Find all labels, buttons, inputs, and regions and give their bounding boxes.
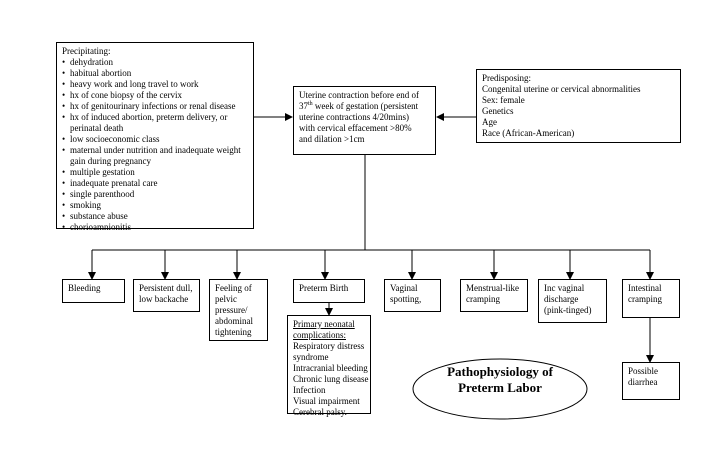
effect-text: cramping — [628, 294, 662, 304]
effect-box-vaginal-spotting: Vaginal spotting, — [384, 279, 441, 312]
central-week-number: 37 — [299, 101, 308, 111]
effect-text: Persistent dull, — [139, 283, 193, 293]
effect-text: discharge — [544, 294, 579, 304]
effect-box-preterm-birth: Preterm Birth — [293, 279, 365, 303]
neonatal-item: syndrome — [293, 352, 329, 362]
effect-text: Intestinal — [628, 283, 662, 293]
effect-text: spotting, — [390, 294, 422, 304]
effect-text: Menstrual-like — [466, 283, 519, 293]
effect-text: Bleeding — [68, 283, 101, 293]
neonatal-title-2: complications: — [293, 330, 346, 340]
list-item: habitual abortion — [62, 68, 248, 79]
list-item: hx of cone biopsy of the cervix — [62, 90, 248, 101]
neonatal-item: Infection — [293, 385, 326, 395]
list-item: heavy work and long travel to work — [62, 79, 248, 90]
effect-text: Feeling of — [215, 283, 252, 293]
effect-text: Vaginal — [390, 283, 418, 293]
list-item: hx of genitourinary infections or renal … — [62, 101, 248, 112]
neonatal-item: Cerebral palsy. — [293, 407, 347, 417]
effect-box-bleeding: Bleeding — [62, 279, 125, 303]
neonatal-item: Respiratory distress — [293, 341, 365, 351]
list-item: single parenthood — [62, 189, 248, 200]
list-item: low socioeconomic class — [62, 134, 248, 145]
central-line-2-rest: week of gestation (persistent — [312, 101, 419, 111]
neonatal-complications-box: Primary neonatal complications: Respirat… — [287, 315, 371, 417]
central-box: Uterine contraction before end of 37th w… — [293, 86, 436, 155]
possible-diarrhea-box: Possible diarrhea — [622, 362, 680, 400]
list-item: smoking — [62, 200, 248, 211]
list-item: chorioamnionitis — [62, 222, 248, 233]
neonatal-title-1: Primary neonatal — [293, 319, 355, 329]
list-item: inadequate prenatal care — [62, 178, 248, 189]
precipitating-list: dehydration habitual abortion heavy work… — [62, 57, 248, 233]
central-week-suffix: th — [308, 101, 313, 107]
effect-text: cramping — [466, 294, 500, 304]
predisposing-item: Genetics — [482, 106, 514, 116]
central-line-2: 37th week of gestation (persistent — [299, 101, 430, 112]
effect-box-menstrual-cramping: Menstrual-like cramping — [460, 279, 528, 312]
title-ellipse — [412, 358, 588, 420]
neonatal-item: Visual impairment — [293, 396, 360, 406]
list-item: maternal under nutrition and inadequate … — [62, 145, 248, 167]
effect-text: tightening — [215, 327, 252, 337]
central-line-1: Uterine contraction before end of — [299, 90, 419, 100]
effect-text: abdominal — [215, 316, 253, 326]
predisposing-title: Predisposing: — [482, 73, 532, 83]
central-line-3: uterine contractions 4/20mins) — [299, 112, 409, 122]
diarrhea-text: Possible — [628, 366, 659, 376]
effect-box-vaginal-discharge: Inc vaginal discharge (pink-tinged) — [538, 279, 607, 323]
list-item: multiple gestation — [62, 167, 248, 178]
title-line-1: Pathophysiology of — [447, 364, 553, 379]
precipitating-title: Precipitating: — [62, 46, 111, 56]
list-item: substance abuse — [62, 211, 248, 222]
predisposing-item: Race (African-American) — [482, 128, 575, 138]
effect-box-intestinal-cramping: Intestinal cramping — [622, 279, 680, 318]
effect-text: (pink-tinged) — [544, 305, 592, 315]
effect-text: low backache — [139, 294, 189, 304]
effect-text: pressure/ — [215, 305, 248, 315]
effect-box-pelvic-pressure: Feeling of pelvic pressure/ abdominal ti… — [209, 279, 268, 341]
central-line-4: with cervical effacement >80% — [299, 123, 412, 133]
effect-text: Preterm Birth — [299, 283, 349, 293]
neonatal-item: Chronic lung disease — [293, 374, 369, 384]
neonatal-item: Intracranial bleeding — [293, 363, 368, 373]
predisposing-item: Age — [482, 117, 497, 127]
predisposing-item: Sex: female — [482, 95, 525, 105]
predisposing-item: Congenital uterine or cervical abnormali… — [482, 84, 641, 94]
central-line-5: and dilation >1cm — [299, 134, 365, 144]
effect-text: pelvic — [215, 294, 237, 304]
effect-box-backache: Persistent dull, low backache — [133, 279, 200, 312]
list-item: dehydration — [62, 57, 248, 68]
precipitating-box: Precipitating: dehydration habitual abor… — [56, 42, 254, 233]
diarrhea-text: diarrhea — [628, 377, 658, 387]
effect-text: Inc vaginal — [544, 283, 585, 293]
predisposing-box: Predisposing: Congenital uterine or cerv… — [476, 69, 681, 143]
list-item: hx of induced abortion, preterm delivery… — [62, 112, 248, 134]
title-line-2: Preterm Labor — [458, 380, 542, 395]
diagram-title: Pathophysiology of Preterm Labor — [412, 364, 588, 396]
